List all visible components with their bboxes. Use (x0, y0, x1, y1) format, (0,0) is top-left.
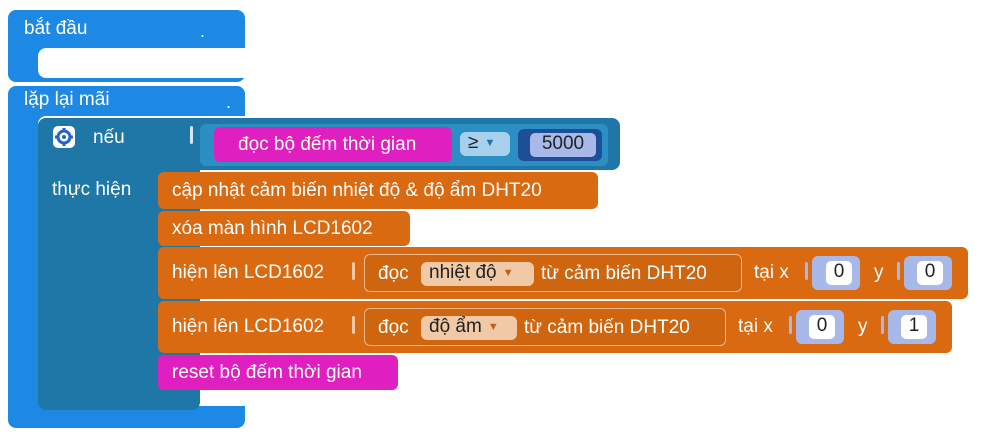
reset-timer-block[interactable] (158, 355, 398, 390)
start-block-dot: . (200, 21, 206, 41)
timer-read-label: đọc bộ đếm thời gian (238, 134, 417, 155)
y-label-2: y (858, 316, 868, 337)
gear-icon[interactable] (53, 126, 75, 148)
show-lcd-1-socket-notch (352, 262, 355, 280)
start-block-label: bắt đầu (24, 18, 88, 39)
chevron-down-icon: ▼ (484, 137, 496, 149)
measure-dropdown-1[interactable]: nhiệt độ ▼ (421, 262, 534, 286)
at-x-label-1: tại x (754, 262, 789, 283)
y-socket-notch-1 (897, 262, 900, 280)
measure-value-1: nhiệt độ (429, 262, 497, 284)
at-x-label-2: tại x (738, 316, 773, 337)
read-label-1: đọc (378, 263, 409, 284)
start-block-slot (38, 48, 245, 78)
do-label: thực hiện (52, 179, 132, 200)
y-socket-notch-2 (881, 316, 884, 334)
y-label-1: y (874, 262, 884, 283)
update-sensor-block[interactable] (158, 172, 598, 209)
clear-lcd-block[interactable] (158, 211, 410, 246)
condition-socket-notch (190, 126, 193, 144)
clear-lcd-label: xóa màn hình LCD1602 (172, 218, 373, 239)
x-value-field-2[interactable]: 0 (809, 315, 835, 339)
compare-operator-dropdown[interactable]: ≥▼ (460, 132, 510, 156)
update-sensor-label: cập nhật cảm biến nhiệt độ & độ ẩm DHT20 (172, 180, 542, 201)
y-value-field-2[interactable]: 1 (901, 315, 927, 339)
read-label-2: đọc (378, 317, 409, 338)
measure-value-2: độ ẩm (429, 316, 482, 338)
measure-dropdown-2[interactable]: độ ẩm ▼ (421, 316, 517, 340)
show-lcd-2-socket-notch (352, 316, 355, 334)
from-sensor-label-1: từ cảm biến DHT20 (541, 263, 707, 284)
threshold-value-field[interactable]: 5000 (530, 133, 596, 157)
reset-timer-label: reset bộ đếm thời gian (172, 362, 362, 383)
compare-operator-value: ≥ (468, 132, 479, 154)
forever-block-dot: . (226, 92, 232, 112)
x-socket-notch-1 (805, 262, 808, 280)
y-value-field-1[interactable]: 0 (917, 261, 943, 285)
show-lcd-label-1: hiện lên LCD1602 (172, 262, 325, 283)
from-sensor-label-2: từ cảm biến DHT20 (524, 317, 690, 338)
timer-read-block[interactable] (214, 127, 452, 162)
chevron-down-icon: ▼ (487, 321, 499, 333)
x-socket-notch-2 (789, 316, 792, 334)
forever-block-label: lặp lại mãi (24, 89, 110, 110)
chevron-down-icon: ▼ (502, 267, 514, 279)
show-lcd-label-2: hiện lên LCD1602 (172, 316, 325, 337)
if-label: nếu (93, 127, 125, 148)
x-value-field-1[interactable]: 0 (826, 261, 852, 285)
